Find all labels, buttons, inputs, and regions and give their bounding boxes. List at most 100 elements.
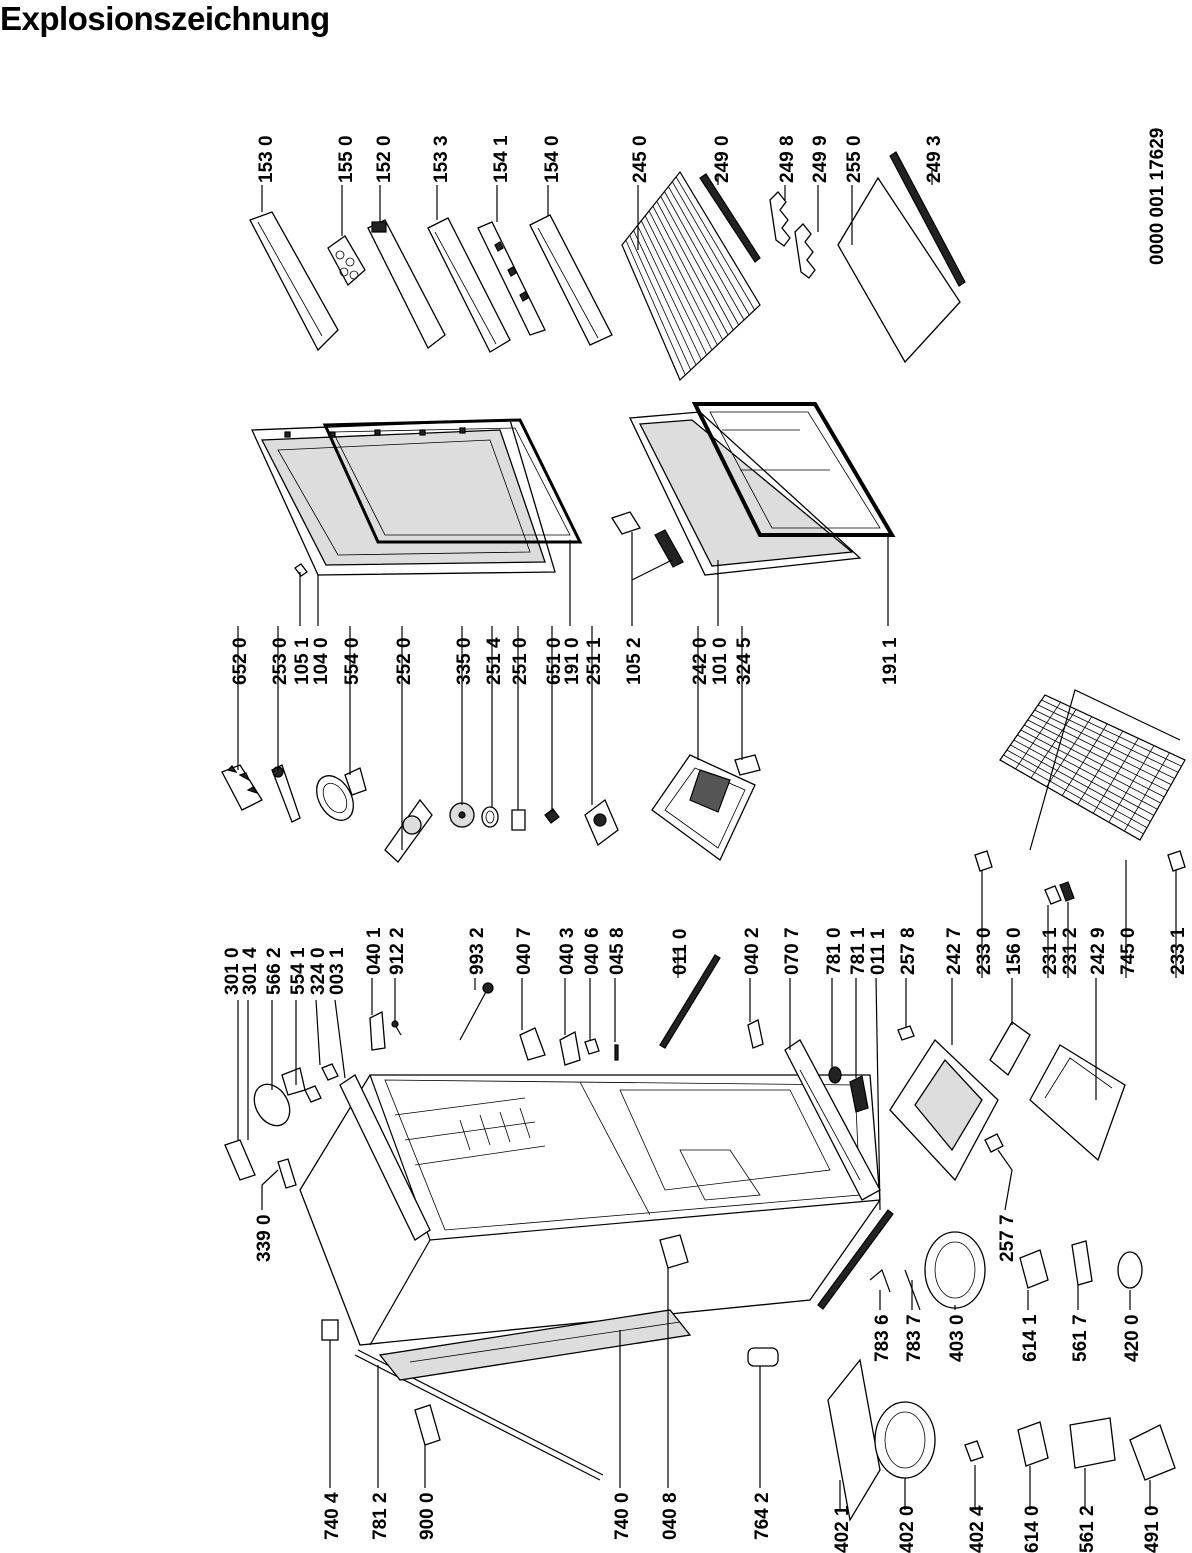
capacitor-4200 <box>1117 1251 1143 1289</box>
part-label-7811: 781 1 <box>848 927 869 975</box>
part-label-7404: 740 4 <box>322 1492 343 1540</box>
bracket-0408 <box>659 1234 689 1269</box>
document-number: 0000 001 17629 <box>1147 128 1168 265</box>
part-label-0406: 040 6 <box>582 927 603 975</box>
part-label-2429: 242 9 <box>1088 927 1109 975</box>
divider-1541 <box>477 221 546 336</box>
part-label-0408: 040 8 <box>660 1492 681 1540</box>
part-label-9000: 900 0 <box>417 1492 438 1540</box>
part-3240 <box>321 1063 339 1081</box>
part-label-7400: 740 0 <box>612 1492 633 1540</box>
part-label-2312: 231 2 <box>1060 927 1081 975</box>
part-label-5541: 554 1 <box>288 947 309 995</box>
part-label-2530: 253 0 <box>270 637 291 685</box>
tube-7836 <box>869 1268 891 1293</box>
part-label-2420: 242 0 <box>690 637 711 685</box>
part-label-2450: 245 0 <box>630 135 651 183</box>
part-label-4020: 402 0 <box>897 1505 918 1553</box>
part-label-1010: 101 0 <box>710 637 731 685</box>
clip-2577 <box>984 1133 1004 1153</box>
part-label-5662: 566 2 <box>264 947 285 995</box>
shelf-trim-2490 <box>699 173 761 263</box>
part-label-5617: 561 7 <box>1070 1314 1091 1362</box>
lamp-6510 <box>544 808 560 824</box>
part-label-0458: 045 8 <box>607 927 628 975</box>
part-label-0402: 040 2 <box>742 927 763 975</box>
air-channel-0031 <box>339 1074 431 1241</box>
relay-6141 <box>1019 1249 1049 1289</box>
part-label-1040: 104 0 <box>311 637 332 685</box>
crisper-2429 <box>1029 1044 1126 1162</box>
bracket-0407 <box>519 1027 546 1061</box>
clip-2311 <box>1044 885 1062 905</box>
part-label-6140: 614 0 <box>1022 1505 1043 1553</box>
part-label-5612: 561 2 <box>1077 1505 1098 1553</box>
part-label-2514: 251 4 <box>484 637 505 685</box>
door-gasket-1911 <box>691 402 896 537</box>
clip-4024 <box>964 1440 984 1462</box>
clip-2312 <box>1059 881 1075 902</box>
part-label-0111: 011 1 <box>868 928 889 975</box>
part-label-0707: 070 7 <box>782 927 803 975</box>
part-label-1051: 105 1 <box>292 637 313 685</box>
part-label-0110: 011 0 <box>670 929 691 976</box>
part-label-7812: 781 2 <box>370 1492 391 1540</box>
part-label-1530: 153 0 <box>256 135 277 183</box>
cover-4910 <box>1129 1424 1176 1481</box>
part-label-1910: 191 0 <box>562 637 583 685</box>
ring-2514 <box>481 806 499 828</box>
part-label-2311: 231 1 <box>1040 927 1061 975</box>
part-label-4910: 491 0 <box>1142 1505 1163 1553</box>
cover-3390 <box>277 1158 297 1189</box>
part-label-9932: 993 2 <box>467 927 488 975</box>
support-2499 <box>794 223 816 279</box>
bottle-shelf-1540 <box>529 214 613 346</box>
upper-door-1040 <box>251 419 556 576</box>
lamp-holder-5662 <box>253 1067 306 1127</box>
part-label-1540: 154 0 <box>542 135 563 183</box>
part-label-2498: 249 8 <box>777 135 798 183</box>
starter-5612 <box>1069 1417 1116 1469</box>
part-label-2490: 249 0 <box>712 135 733 183</box>
part-label-1520: 152 0 <box>374 135 395 183</box>
part-label-2578: 257 8 <box>898 927 919 975</box>
knob-2530 <box>271 764 301 823</box>
foot-2331 <box>1167 850 1186 872</box>
compressor-4020 <box>874 1401 936 1479</box>
cap-7404 <box>321 1319 339 1341</box>
part-label-7836: 783 6 <box>872 1314 893 1362</box>
part-label-1560: 156 0 <box>1004 927 1025 975</box>
part-label-1911: 191 1 <box>880 637 901 685</box>
door-shelf-1533 <box>427 217 511 353</box>
part-7810 <box>828 1066 842 1084</box>
door-gasket-1910 <box>284 418 583 544</box>
support-2498 <box>769 191 791 247</box>
part-label-6520: 652 0 <box>230 637 251 685</box>
housing-2520 <box>384 798 433 863</box>
bracket-0401 <box>369 1010 386 1051</box>
flap-3245 <box>734 754 761 776</box>
part-label-6141: 614 1 <box>1020 1314 1041 1362</box>
hinge-1052 <box>611 511 684 568</box>
part-label-4021: 402 1 <box>832 1505 853 1553</box>
part-7811 <box>849 1075 869 1113</box>
part-label-2427: 242 7 <box>944 927 965 975</box>
clip-0406 <box>584 1038 600 1055</box>
screw-9122 <box>391 1020 402 1036</box>
part-label-0401: 040 1 <box>364 927 385 975</box>
drawer-2427 <box>889 1038 999 1182</box>
tray-1560 <box>989 1021 1031 1077</box>
dryer-7642 <box>747 1347 779 1367</box>
cabinet-body <box>299 1074 881 1346</box>
part-label-3245: 324 5 <box>734 637 755 685</box>
part-label-3240: 324 0 <box>308 947 329 995</box>
part-label-2511: 251 1 <box>584 637 605 685</box>
part-label-7642: 764 2 <box>752 1492 773 1540</box>
part-label-7810: 781 0 <box>824 927 845 975</box>
door-shelf-1530 <box>249 211 339 352</box>
part-label-0403: 040 3 <box>557 927 578 975</box>
part-label-5540: 554 0 <box>342 637 363 685</box>
foot-2330 <box>974 850 993 872</box>
compressor-4030 <box>924 1231 986 1309</box>
